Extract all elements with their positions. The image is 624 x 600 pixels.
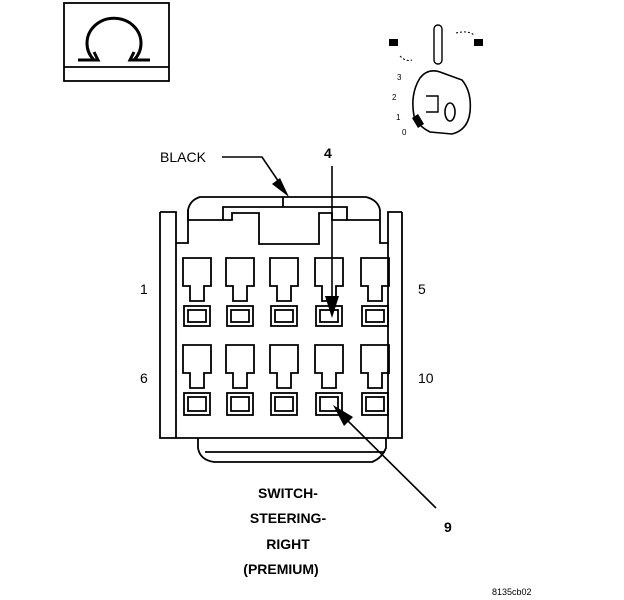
key-position-label: 0 xyxy=(402,128,407,137)
pin-number-4: 4 xyxy=(324,145,332,161)
color-label: BLACK xyxy=(160,149,207,165)
title-line-2: STEERING- xyxy=(250,510,327,526)
cavity-pin-6 xyxy=(182,344,212,416)
cavity-pin-4 xyxy=(314,257,344,327)
cavity-pin-5 xyxy=(360,257,390,327)
leader-pin-4 xyxy=(325,166,339,318)
cavity-pin-10 xyxy=(360,344,390,416)
key-position-label: 2 xyxy=(392,93,397,102)
pin-number-9: 9 xyxy=(444,519,452,535)
pin-number-1: 1 xyxy=(140,281,148,297)
ignition-key-icon xyxy=(389,24,483,135)
cavity-pin-8 xyxy=(269,344,299,416)
pin-number-5: 5 xyxy=(418,281,426,297)
title-line-4: (PREMIUM) xyxy=(243,561,318,577)
pin-number-6: 6 xyxy=(140,370,148,386)
cavity-pin-3 xyxy=(269,257,299,327)
cavity-pin-1 xyxy=(182,257,212,327)
title-line-1: SWITCH- xyxy=(258,485,318,501)
connector-body xyxy=(159,196,403,463)
figure-id: 8135cb02 xyxy=(492,587,532,597)
omega-connector-icon xyxy=(63,2,170,82)
cavity-pin-2 xyxy=(225,257,255,327)
key-position-label: 3 xyxy=(397,73,402,82)
pin-number-10: 10 xyxy=(418,370,434,386)
cavity-row-bottom xyxy=(182,344,390,416)
key-position-labels: 3 2 1 0 xyxy=(392,73,407,137)
leader-black xyxy=(222,156,289,197)
cavity-pin-7 xyxy=(225,344,255,416)
leader-pin-9 xyxy=(333,405,437,509)
title-line-3: RIGHT xyxy=(266,536,310,552)
key-position-label: 1 xyxy=(396,113,401,122)
cavity-pin-9 xyxy=(314,344,344,416)
cavity-row-top xyxy=(182,257,390,327)
component-title: SWITCH- STEERING- RIGHT (PREMIUM) xyxy=(243,485,326,577)
